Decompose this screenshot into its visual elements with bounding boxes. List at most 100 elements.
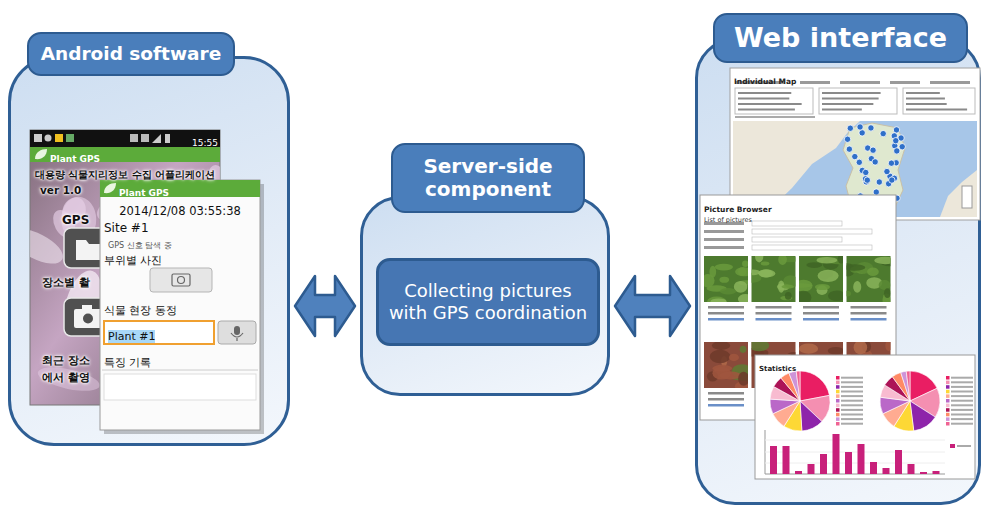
legend-swatch-mini [946, 390, 950, 394]
phone-screen [100, 180, 260, 430]
ui-text-line [800, 81, 830, 84]
legend-swatch-mini [946, 385, 950, 389]
chart-gridline [765, 463, 945, 464]
ui-text-line [735, 116, 815, 118]
camera-lens [83, 314, 93, 324]
location-pin [856, 159, 862, 165]
ui-text-line [841, 414, 863, 416]
ui-text-line [841, 386, 863, 388]
location-pin [859, 130, 865, 136]
leaf-blob [847, 291, 852, 297]
location-pin [880, 130, 886, 136]
ui-text-line [738, 109, 795, 111]
legend-swatch-mini [836, 413, 840, 417]
ui-text-line [906, 103, 947, 105]
leaf-blob [867, 267, 879, 276]
ui-text-line [708, 392, 744, 395]
ui-text-line [951, 418, 973, 420]
leaf-blob [738, 372, 748, 386]
ui-text-line [841, 423, 863, 425]
status-icon [141, 134, 149, 142]
bar [770, 446, 777, 474]
ui-text-line [951, 386, 973, 388]
ui-text-line [756, 306, 792, 309]
ui-text-line [951, 400, 973, 402]
leaf-blob [761, 261, 770, 265]
legend-swatch-mini [946, 413, 950, 417]
location-pin [847, 125, 853, 131]
leaf-blob [752, 269, 761, 275]
leaf-blob [735, 267, 748, 276]
bar [920, 472, 927, 474]
status-icon [34, 134, 42, 142]
double-block-arrow [615, 276, 690, 336]
plant-photo-texture [707, 342, 748, 388]
legend-swatch-mini [836, 408, 840, 412]
leaf-blob [738, 294, 748, 302]
leaf-blob [885, 342, 890, 351]
legend-swatch-mini [836, 376, 840, 380]
pie-slice [796, 371, 800, 401]
bar [783, 446, 790, 474]
ui-text-line [738, 92, 791, 94]
ui-text-line [803, 312, 839, 315]
plant-photo-texture [847, 257, 891, 302]
panel-heading: Android software [41, 43, 221, 64]
leaf-blob [879, 280, 891, 290]
app-title-bar [30, 147, 220, 162]
bar [895, 450, 902, 474]
status-icon [66, 134, 74, 142]
leaf-blob [720, 288, 736, 294]
ui-text-line [951, 377, 973, 379]
leaf-blob [853, 281, 861, 293]
leaf-blob [806, 262, 822, 268]
ui-text-line [738, 103, 802, 105]
leaf-blob [816, 257, 837, 264]
ui-text-line [803, 306, 839, 309]
ui-text-line [951, 409, 973, 411]
camera-icon [74, 309, 102, 328]
ui-text-line [951, 391, 973, 393]
location-pin [893, 138, 899, 144]
leaf-blob [755, 256, 763, 262]
location-pin [894, 148, 900, 154]
location-pin [889, 177, 895, 183]
legend-swatch-mini [950, 444, 955, 448]
bar [808, 464, 815, 474]
leaf-blob [854, 342, 868, 354]
bar [908, 464, 915, 474]
list-box [903, 88, 975, 114]
chart-gridline [765, 440, 945, 441]
form-field [752, 237, 842, 242]
app-leaf-icon [104, 183, 116, 193]
ui-text-line [704, 222, 744, 225]
list-box [819, 88, 897, 114]
component-panel: Android software [8, 56, 290, 446]
leaf-blob [712, 342, 730, 350]
ui-text-line [704, 246, 744, 249]
ui-text-line [951, 423, 973, 425]
ui-text-line [957, 445, 971, 447]
leaf-blob [740, 346, 747, 353]
camera-icon [82, 305, 92, 310]
ui-text-line [906, 92, 940, 94]
legend-swatch-mini [836, 385, 840, 389]
leaf-blob [710, 350, 731, 363]
form-field [752, 221, 842, 226]
process-box: Collecting pictures with GPS coordinatio… [376, 258, 600, 346]
legend-swatch-mini [946, 394, 950, 398]
double-block-arrow [295, 276, 355, 336]
ui-text-line [841, 400, 863, 402]
location-pin [844, 136, 850, 142]
ui-text-line [906, 98, 945, 100]
ui-text-line [841, 418, 863, 420]
ui-text-line [704, 238, 744, 241]
ui-text-line [841, 404, 863, 406]
ui-text-line [951, 381, 973, 383]
chart-axis [765, 474, 945, 475]
header-tab: Web interface [713, 13, 968, 63]
legend-swatch-mini [836, 399, 840, 403]
leaf-blob [715, 264, 733, 271]
ui-text-line [930, 81, 970, 84]
